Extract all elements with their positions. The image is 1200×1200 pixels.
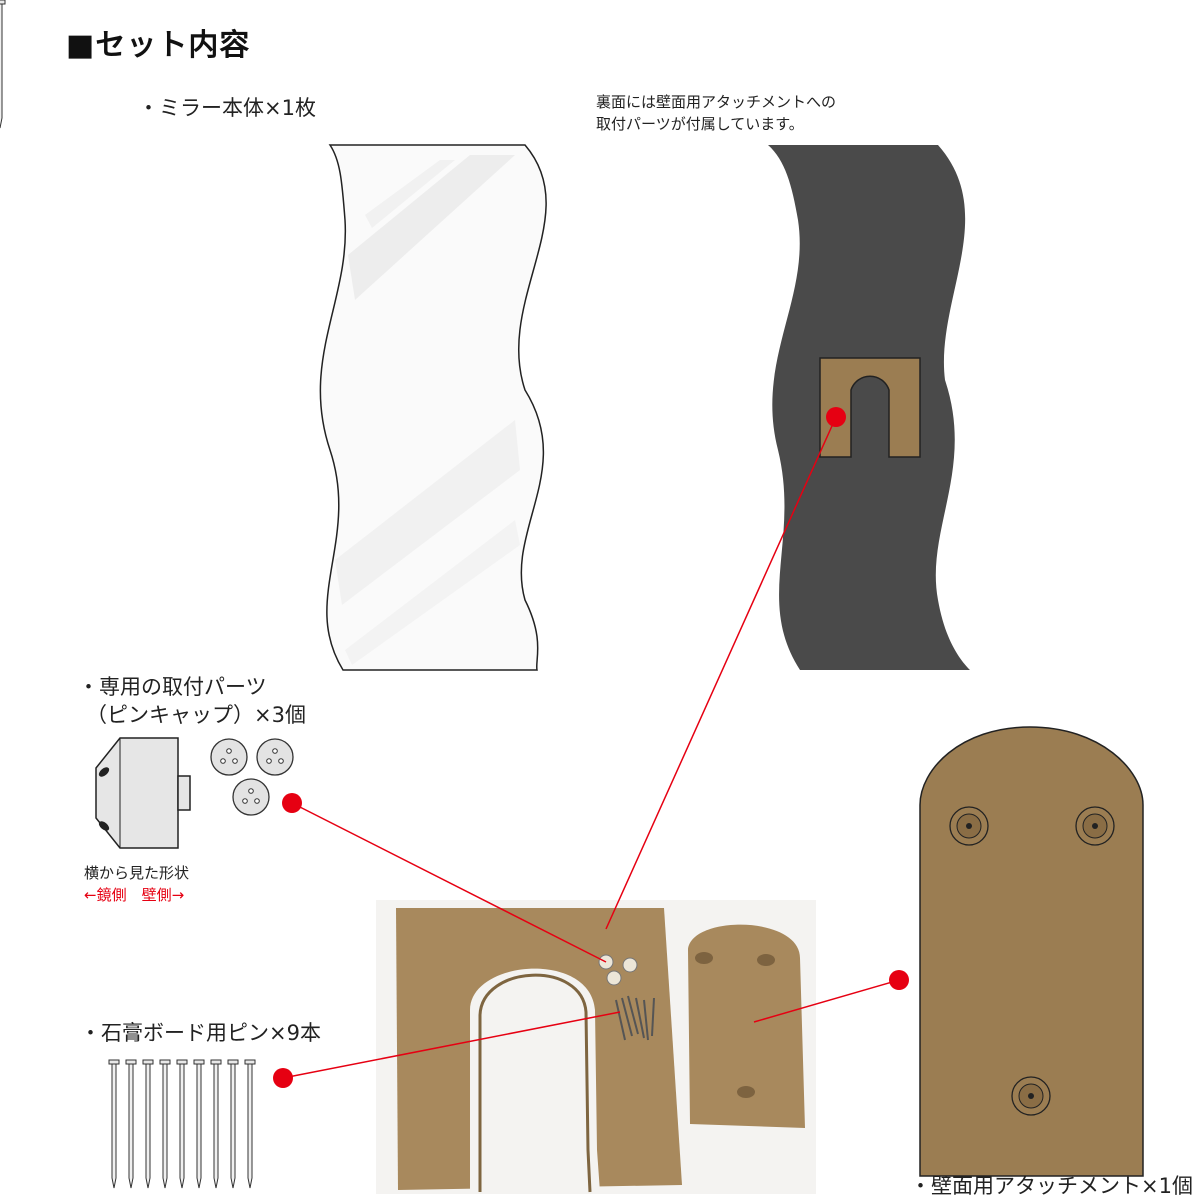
mirror-label: ・ミラー本体×1枚 bbox=[138, 96, 316, 120]
pincap-label-line2: （ピンキャップ）×3個 bbox=[86, 703, 306, 727]
pincap-1 bbox=[210, 738, 248, 776]
mirror-front bbox=[319, 144, 547, 671]
product-photo bbox=[376, 900, 816, 1194]
pincap-label-line1: ・専用の取付パーツ bbox=[78, 675, 267, 699]
screw-hole-2 bbox=[1075, 806, 1115, 846]
pointer-dot-pincap bbox=[282, 793, 302, 813]
attachment-illustration bbox=[919, 726, 1144, 1177]
pointer-dot-pins bbox=[273, 1068, 293, 1088]
side-view-label: 横から見た形状 bbox=[84, 864, 190, 882]
pointer-dot-attachment bbox=[889, 970, 909, 990]
page-title: ■セット内容 bbox=[66, 28, 251, 63]
pincap-top-view bbox=[210, 738, 294, 816]
side-direction-label: ←鏡側 壁側→ bbox=[84, 886, 185, 904]
pincap-2 bbox=[256, 738, 294, 776]
pincap-side-view bbox=[95, 737, 191, 849]
gypsum-pins bbox=[0, 0, 256, 1189]
back-note-line1: 裏面には壁面用アタッチメントへの bbox=[596, 93, 837, 111]
pincap-3 bbox=[232, 778, 270, 816]
screw-hole-3 bbox=[1011, 1076, 1051, 1116]
pins-label: ・石膏ボード用ピン×9本 bbox=[80, 1021, 321, 1045]
mirror-back bbox=[768, 145, 970, 670]
screw-hole-1 bbox=[949, 806, 989, 846]
attachment-label: ・壁面用アタッチメント×1個 bbox=[910, 1174, 1193, 1198]
pointer-dot-bracket bbox=[826, 407, 846, 427]
pointers bbox=[273, 407, 909, 1088]
back-bracket bbox=[819, 357, 921, 458]
back-note-line2: 取付パーツが付属しています。 bbox=[596, 115, 804, 133]
